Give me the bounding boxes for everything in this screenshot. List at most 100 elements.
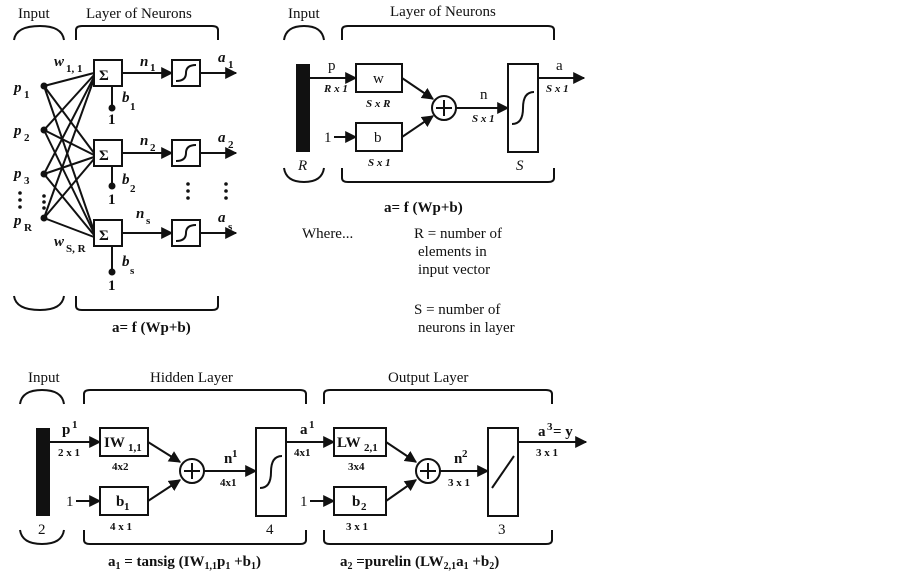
input-vector-bar (36, 428, 50, 516)
a1-dim: 4x1 (294, 447, 311, 459)
svg-text:2: 2 (462, 448, 468, 460)
svg-text:Σ: Σ (99, 148, 109, 164)
svg-text:a: a (218, 130, 226, 146)
svg-text:2: 2 (24, 132, 30, 144)
input-label: Input (18, 6, 50, 22)
output-brace-bottom (323, 530, 553, 545)
equation-output: a2 =purelin (LW2,1a1 +b2) (340, 554, 499, 572)
s-definition-line-1: S = number of (414, 302, 500, 318)
svg-text:R: R (24, 222, 33, 234)
svg-text:3: 3 (547, 421, 553, 433)
svg-text:b: b (374, 130, 382, 146)
summation-box (93, 219, 123, 247)
input-pr: p R (12, 213, 33, 234)
hidden-layer-label: Hidden Layer (150, 370, 233, 386)
n2-label: n 2 (454, 448, 468, 467)
lw-box (333, 427, 387, 457)
n2-dim: 3 x 1 (448, 477, 470, 489)
output-count: 3 (498, 522, 506, 538)
svg-text:n: n (136, 206, 144, 222)
hidden-brace-top (83, 389, 307, 404)
input-vector-bar (296, 64, 310, 152)
n-dim: S x 1 (472, 113, 495, 125)
svg-text:b: b (116, 494, 124, 510)
a-dim: S x 1 (546, 83, 569, 95)
svg-text:a: a (538, 424, 546, 440)
svg-text:a2 =purelin (LW2,1a1 +b2): a2 =purelin (LW2,1a1 +b2) (340, 554, 499, 572)
p1-label: p 1 (62, 419, 78, 438)
input-p3: p 3 (12, 166, 30, 187)
p-dim: R x 1 (323, 83, 348, 95)
svg-text:1: 1 (130, 101, 136, 113)
equation-hidden: a1 = tansig (IW1,1p1 +b1) (108, 554, 261, 572)
svg-text:1: 1 (232, 448, 238, 460)
equation-a: a= f (Wp+b) (112, 320, 191, 336)
svg-text:Σ: Σ (99, 68, 109, 84)
layer-label: Layer of Neurons (390, 4, 496, 20)
svg-text:Σ: Σ (99, 228, 109, 244)
svg-text:1: 1 (108, 112, 116, 128)
svg-text:2: 2 (361, 501, 367, 513)
hidden-count: 4 (266, 522, 274, 538)
n1-dim: 4x1 (220, 477, 237, 489)
input-label: Input (288, 6, 320, 22)
input-count: 2 (38, 522, 46, 538)
p1-dim: 2 x 1 (58, 447, 80, 459)
layer-brace-bottom (341, 168, 555, 183)
panel-single-layer-neurons: Input Layer of Neurons p 1 p 2 p 3 p R (12, 6, 238, 336)
svg-text:1: 1 (124, 501, 130, 513)
svg-text:b: b (122, 172, 130, 188)
svg-text:w: w (54, 54, 65, 70)
layer-brace-bottom (75, 296, 219, 311)
r-definition-line-1: R = number of (414, 226, 502, 242)
svg-text:n: n (140, 133, 148, 149)
svg-text:p: p (12, 123, 22, 139)
b2-dim: 3 x 1 (346, 521, 368, 533)
output-brace-top (323, 389, 553, 404)
svg-text:b: b (122, 90, 130, 106)
svg-text:s: s (146, 215, 151, 227)
svg-text:1,1: 1,1 (128, 442, 142, 454)
svg-text:a1 = tansig (IW1,1p1 +b1): a1 = tansig (IW1,1p1 +b1) (108, 554, 261, 572)
weight-box (355, 63, 403, 93)
weight-label-top: w 1, 1 (54, 54, 83, 75)
svg-text:IW: IW (104, 435, 125, 451)
svg-text:2,1: 2,1 (364, 442, 378, 454)
input-brace-bottom (283, 167, 325, 184)
n-label: n (480, 87, 488, 103)
svg-text:w: w (373, 71, 384, 87)
output-layer-label: Output Layer (388, 370, 468, 386)
svg-text:a: a (218, 210, 226, 226)
input-p2: p 2 (12, 123, 30, 144)
a3-label: a 3 = y (538, 421, 573, 440)
svg-text:= y: = y (553, 424, 573, 440)
a-label: a (556, 58, 563, 74)
b-dim: S x 1 (368, 157, 391, 169)
weight-label-bottom: w S, R (54, 234, 87, 255)
svg-text:a: a (218, 50, 226, 66)
svg-text:1, 1: 1, 1 (66, 63, 83, 75)
neuron-s: Σ n s a s b s 1 (93, 206, 238, 294)
svg-text:1: 1 (72, 419, 78, 431)
tansig-box (255, 427, 287, 517)
svg-text:n: n (140, 54, 148, 70)
a1-label: a 1 (300, 419, 315, 438)
input-brace-bottom (13, 295, 65, 312)
svg-text:1: 1 (108, 192, 116, 208)
w-dim: S x R (366, 98, 390, 110)
svg-text:b: b (122, 254, 130, 270)
svg-text:p: p (62, 422, 70, 438)
layer-brace-top (341, 25, 555, 40)
iw-dim: 4x2 (112, 461, 129, 473)
s-definition-line-2: neurons in layer (418, 320, 515, 336)
svg-text:1: 1 (309, 419, 315, 431)
svg-text:1: 1 (150, 62, 156, 74)
svg-text:2: 2 (150, 142, 156, 154)
svg-text:3: 3 (24, 175, 30, 187)
svg-text:a: a (300, 422, 308, 438)
weight-connections (43, 72, 95, 238)
a3-dim: 3 x 1 (536, 447, 558, 459)
b1-dim: 4 x 1 (110, 521, 132, 533)
svg-text:p: p (12, 166, 22, 182)
